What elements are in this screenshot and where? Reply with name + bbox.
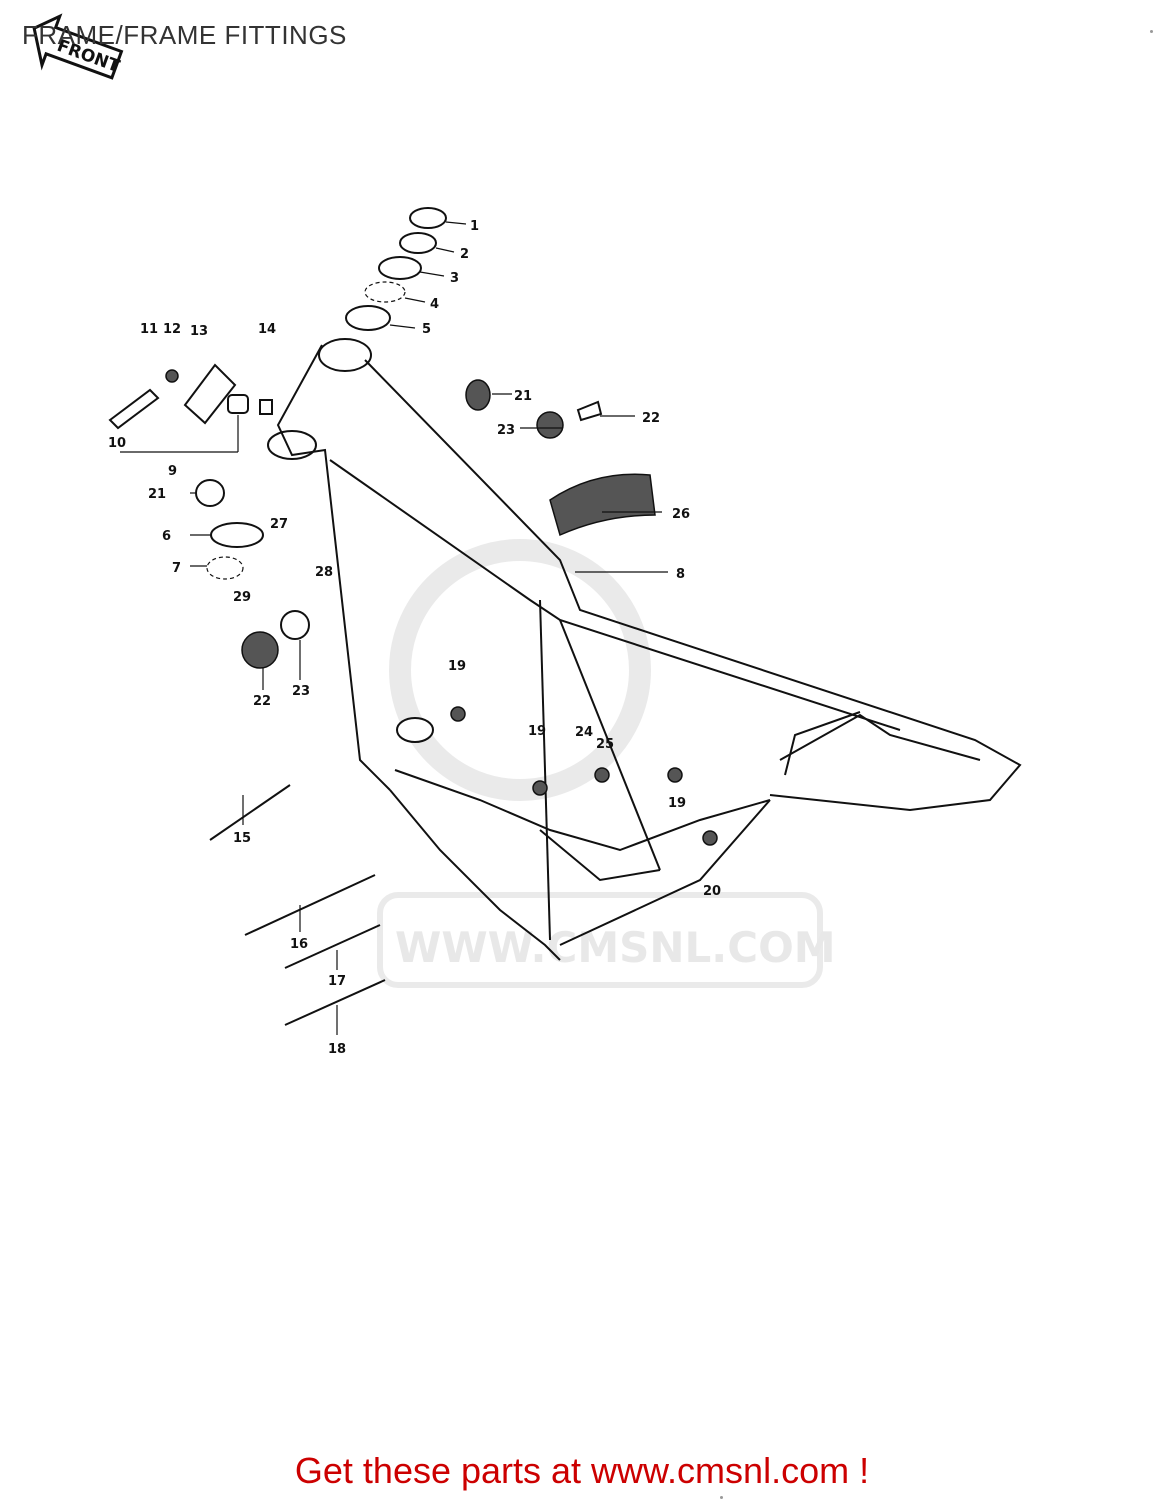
speck-dot bbox=[720, 1496, 723, 1499]
callout-14: 14 bbox=[258, 322, 276, 337]
callout-25: 25 bbox=[596, 737, 614, 752]
callout-17: 17 bbox=[328, 974, 346, 989]
callout-19a: 19 bbox=[448, 659, 466, 674]
callout-15: 15 bbox=[233, 831, 251, 846]
page-title: FRAME/FRAME FITTINGS bbox=[22, 20, 347, 50]
callout-18: 18 bbox=[328, 1042, 346, 1057]
front-arrow-badge: FRONT bbox=[32, 13, 124, 80]
watermark-logo: WWW.CMSNL.COM bbox=[377, 539, 836, 988]
callout-21a: 21 bbox=[514, 389, 532, 404]
callout-22b: 22 bbox=[253, 694, 271, 709]
callout-3: 3 bbox=[450, 271, 459, 286]
through-bolts bbox=[209, 784, 386, 1026]
get-parts-link[interactable]: Get these parts at www.cmsnl.com ! bbox=[294, 1450, 870, 1491]
callout-4: 4 bbox=[430, 297, 439, 312]
callout-23a: 23 bbox=[497, 423, 515, 438]
callout-8: 8 bbox=[676, 567, 685, 582]
callout-26: 26 bbox=[672, 507, 690, 522]
callout-13: 13 bbox=[190, 324, 208, 339]
callout-12: 12 bbox=[163, 322, 181, 337]
speck-dot bbox=[1150, 30, 1153, 33]
callout-11: 11 bbox=[140, 322, 158, 337]
callout-23b: 23 bbox=[292, 684, 310, 699]
callout-5: 5 bbox=[422, 322, 431, 337]
callout-2: 2 bbox=[460, 247, 469, 262]
callout-1: 1 bbox=[470, 219, 479, 234]
callout-24: 24 bbox=[575, 725, 593, 740]
fitting-parts bbox=[108, 363, 718, 846]
callout-29: 29 bbox=[233, 590, 251, 605]
callout-9: 9 bbox=[168, 464, 177, 479]
callout-6: 6 bbox=[162, 529, 171, 544]
callout-27: 27 bbox=[270, 517, 288, 532]
leader-lines bbox=[120, 221, 668, 1035]
callout-7: 7 bbox=[172, 561, 181, 576]
callout-20: 20 bbox=[703, 884, 721, 899]
callout-21b: 21 bbox=[148, 487, 166, 502]
motorcycle-frame bbox=[267, 338, 1022, 961]
steering-stem-parts bbox=[345, 207, 447, 331]
callout-19b: 19 bbox=[528, 724, 546, 739]
callout-22a: 22 bbox=[642, 411, 660, 426]
watermark-text: WWW.CMSNL.COM bbox=[395, 923, 836, 972]
callout-28: 28 bbox=[315, 565, 333, 580]
callout-19c: 19 bbox=[668, 796, 686, 811]
callout-16: 16 bbox=[290, 937, 308, 952]
callout-10: 10 bbox=[108, 436, 126, 451]
part-callouts: 1 2 3 4 5 6 7 8 9 10 11 12 13 14 15 16 1… bbox=[108, 219, 721, 1057]
